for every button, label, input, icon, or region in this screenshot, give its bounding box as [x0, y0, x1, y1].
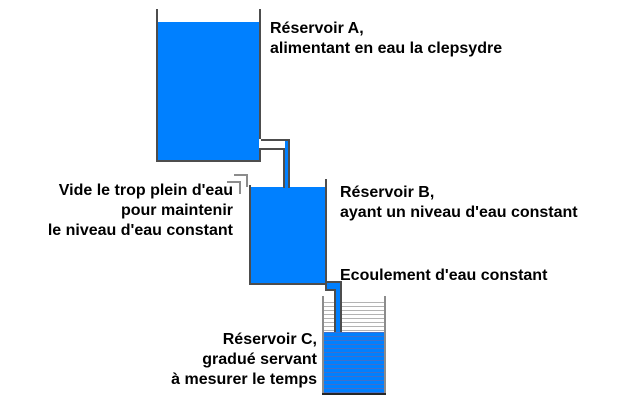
outlet-a-top-edge	[261, 139, 290, 141]
outlet-a-bottom-edge	[261, 148, 283, 150]
label-line: gradué servant	[202, 351, 317, 368]
label-line: à mesurer le temps	[171, 371, 317, 388]
reservoir-c-label: Réservoir C, gradué servant à mesurer le…	[100, 330, 317, 390]
reservoir-c-left-wall	[322, 296, 324, 395]
reservoir-c-graduations-empty	[324, 299, 384, 332]
reservoir-b-water	[251, 187, 325, 283]
reservoir-c-bottom-wall	[322, 393, 386, 395]
reservoir-c-water-graduated	[324, 332, 384, 393]
outlet-b-bottom-edge	[325, 289, 336, 291]
outlet-b-elbow-water	[327, 283, 340, 291]
reservoir-c-right-wall	[384, 296, 386, 395]
reservoir-a-water	[158, 22, 259, 160]
label-line: le niveau d'eau constant	[47, 222, 233, 239]
label-line: Réservoir C,	[222, 331, 317, 348]
flow-label: Ecoulement d'eau constant	[340, 266, 547, 286]
reservoir-a-left-wall	[156, 9, 158, 162]
stream-b-water	[336, 283, 340, 332]
label-line: pour maintenir	[120, 202, 233, 219]
label-line: ayant un niveau d'eau constant	[340, 204, 578, 221]
reservoir-a-bottom-wall	[156, 160, 261, 162]
stream-a-water	[285, 141, 288, 188]
overflow-spout-inner-wall	[227, 181, 241, 194]
outlet-b-step-edge	[325, 285, 327, 291]
reservoir-a-right-wall-lower	[259, 148, 261, 162]
label-line: alimentant en eau la clepsydre	[270, 40, 503, 57]
stream-a-left-border	[283, 148, 285, 188]
reservoir-a-label: Réservoir A, alimentant en eau la clepsy…	[270, 19, 502, 59]
label-line: Ecoulement d'eau constant	[340, 267, 548, 284]
stream-b-left-border	[334, 291, 336, 332]
reservoir-b-right-wall	[325, 179, 327, 285]
overflow-label: Vide le trop plein d'eau pour maintenir …	[0, 181, 233, 241]
label-line: Réservoir A,	[270, 20, 364, 37]
overflow-spout-outer-wall	[234, 174, 248, 187]
label-line: Réservoir B,	[340, 184, 435, 201]
reservoir-b-left-wall	[249, 185, 251, 285]
stream-a-right-border	[288, 141, 290, 188]
reservoir-a-right-wall-upper	[259, 9, 261, 139]
stream-b-right-border	[340, 283, 342, 332]
label-line: Vide le trop plein d'eau	[58, 182, 233, 199]
outlet-b-top-edge	[327, 281, 342, 283]
reservoir-b-bottom-wall	[249, 283, 325, 285]
reservoir-b-label: Réservoir B, ayant un niveau d'eau const…	[340, 183, 578, 223]
